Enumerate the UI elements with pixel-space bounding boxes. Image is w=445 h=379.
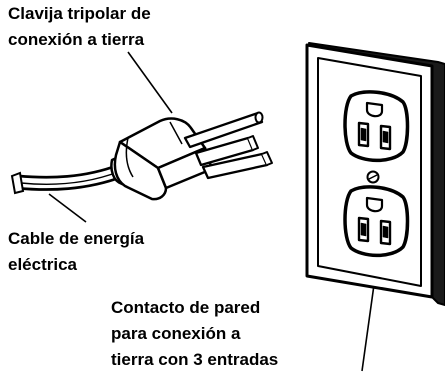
three-prong-plug [110,111,273,201]
plug-blade-upper-edge [247,135,259,151]
cable-label-line-1: Cable de energía [8,229,145,248]
plug-label: Clavija tripolar de conexión a tierra [8,4,151,49]
outlet-label-line-2: para conexión a [111,324,241,343]
upper-receptacle-face [343,90,410,163]
plug-contour-line [125,137,134,178]
center-screw [366,170,380,184]
upper-slot-right-inner [382,130,389,144]
plug-side-face [113,140,168,201]
plug-label-line-1: Clavija tripolar de [8,4,151,23]
plug-contour-line [169,121,183,145]
lower-slot-left-inner [360,222,367,237]
ground-prong-tip [254,111,264,124]
lower-ground-hole [365,196,384,213]
lower-receptacle-face [343,185,410,258]
upper-ground-hole [365,101,384,118]
outlet-label: Contacto de pared para conexión a tierra… [111,298,278,369]
cable-label-line-2: eléctrica [8,255,78,274]
cable-label: Cable de energía eléctrica [8,229,145,274]
lower-receptacle [343,185,410,258]
outlet-plate-bevel [317,57,422,287]
outlet-label-line-1: Contacto de pared [111,298,260,317]
outlet-plate [305,43,434,299]
cable-end-cap [10,171,25,195]
wall-outlet [305,42,445,306]
ground-prong [183,111,264,149]
upper-slot-left-inner [360,127,367,142]
screw-slot [368,174,378,180]
lower-slot-right-inner [382,225,389,239]
plug-label-line-2: conexión a tierra [8,30,145,49]
power-cable [10,163,123,195]
cable-center-line [20,171,119,185]
cable-leader-line [48,193,87,223]
upper-receptacle [343,90,410,163]
outlet-label-line-3: tierra con 3 entradas [111,350,278,369]
plug-leader-line [127,51,173,114]
plug-blade-lower-edge [261,151,273,166]
